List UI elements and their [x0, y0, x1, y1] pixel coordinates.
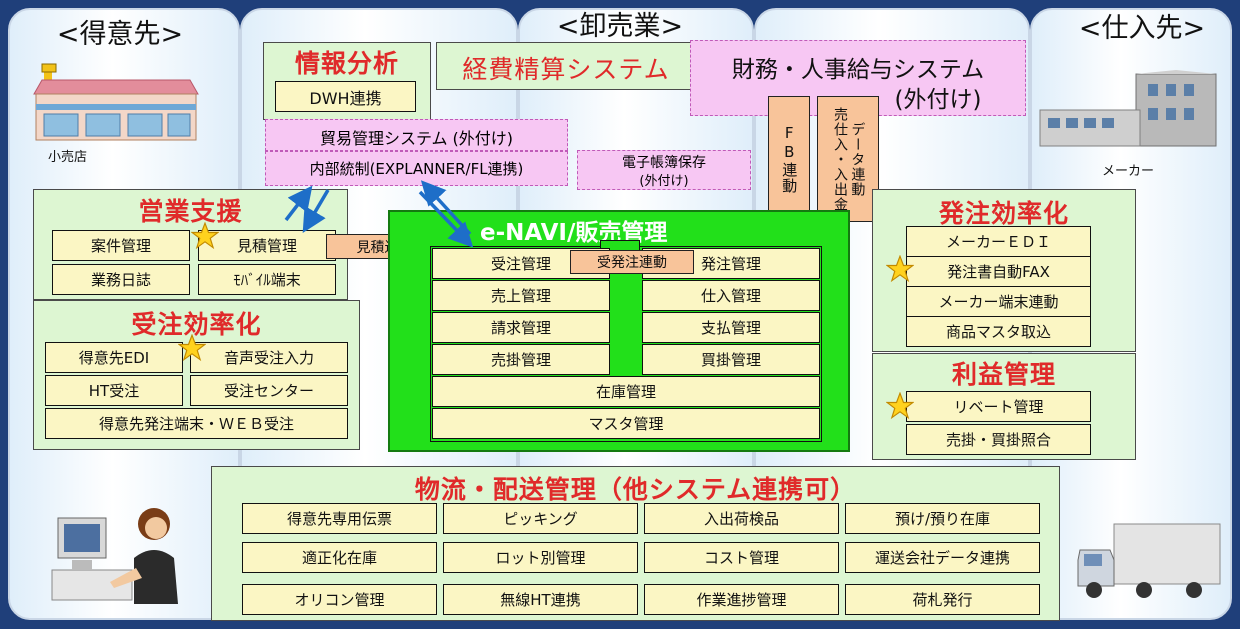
- order-center[interactable]: 受注センター: [190, 375, 348, 406]
- bidirectional-arrow-icon: [284, 180, 474, 248]
- cost-management[interactable]: コスト管理: [644, 542, 839, 573]
- expense-system-box[interactable]: [436, 42, 696, 90]
- tag-issuance[interactable]: 荷札発行: [845, 584, 1040, 615]
- purchasing-management[interactable]: 仕入管理: [642, 280, 820, 311]
- product-master-import[interactable]: 商品マスタ取込: [906, 316, 1091, 347]
- payment-management[interactable]: 支払管理: [642, 312, 820, 343]
- trade-system-box[interactable]: [265, 119, 568, 151]
- consignment-inventory[interactable]: 預け/預り在庫: [845, 503, 1040, 534]
- payables-management[interactable]: 買掛管理: [642, 344, 820, 375]
- sales-purchase-data-link-box[interactable]: 売仕入・入出金 データ連動: [817, 96, 879, 222]
- auto-fax-po[interactable]: 発注書自動FAX: [906, 256, 1091, 287]
- building-icon: [33, 63, 199, 141]
- sales-support-title: 営業支援: [138, 197, 243, 226]
- profit-management-title: 利益管理: [951, 360, 1056, 389]
- maker-label: メーカー: [1102, 164, 1155, 179]
- order-link-box[interactable]: 受発注連動: [570, 250, 694, 274]
- work-progress-management[interactable]: 作業進捗管理: [644, 584, 839, 615]
- maker-terminal-link[interactable]: メーカー端末連動: [906, 286, 1091, 317]
- receivable-payable-matching[interactable]: 売掛・買掛照合: [906, 424, 1091, 455]
- customer-header: <得意先>: [56, 19, 184, 50]
- internal-control-label: 内部統制(EXPLANNER/FL連携): [309, 160, 524, 178]
- info-analysis-title: 情報分析: [294, 49, 399, 78]
- business-diary[interactable]: 業務日誌: [52, 264, 190, 295]
- star-icon: [886, 392, 914, 420]
- ebook-storage-line1: 電子帳簿保存: [622, 155, 706, 171]
- order-efficiency-title: 受注効率化: [131, 310, 262, 339]
- wholesale-header: <卸売業>: [556, 11, 684, 42]
- finance-system-line2: (外付け): [894, 87, 982, 113]
- ebook-storage-box[interactable]: [577, 150, 751, 190]
- fb-link-box[interactable]: FB連動: [768, 96, 810, 222]
- supplier-header: <仕入先>: [1078, 13, 1206, 44]
- star-icon: [191, 222, 219, 250]
- mobile-terminal[interactable]: ﾓﾊﾞｲﾙ端末: [198, 264, 336, 295]
- factory-icon: [1039, 70, 1217, 147]
- inbound-outbound-inspection[interactable]: 入出荷検品: [644, 503, 839, 534]
- optimized-inventory[interactable]: 適正化在庫: [242, 542, 437, 573]
- picking[interactable]: ピッキング: [443, 503, 638, 534]
- customer-edi[interactable]: 得意先EDI: [45, 342, 183, 373]
- star-icon: [178, 334, 206, 362]
- dwh-link-box[interactable]: DWH連携: [275, 81, 416, 112]
- expense-system-title: 経費精算システム: [462, 55, 670, 84]
- voice-order-entry[interactable]: 音声受注入力: [190, 342, 348, 373]
- oricon-management[interactable]: オリコン管理: [242, 584, 437, 615]
- star-icon: [886, 255, 914, 283]
- sales-management[interactable]: 売上管理: [432, 280, 610, 311]
- inventory-management[interactable]: 在庫管理: [432, 376, 820, 407]
- po-efficiency-title: 発注効率化: [938, 199, 1069, 228]
- sales-purchase-col2: データ連動: [849, 121, 866, 197]
- wireless-ht-link[interactable]: 無線HT連携: [443, 584, 638, 615]
- fb-link-label: FB連動: [780, 124, 799, 194]
- person-computer-icon: [51, 508, 178, 604]
- ht-order[interactable]: HT受注: [45, 375, 183, 406]
- estimate-management[interactable]: 見積管理: [198, 230, 336, 261]
- customer-order-terminal-web[interactable]: 得意先発注端末・ＷＥＢ受注: [45, 408, 348, 439]
- truck-icon: [1077, 523, 1221, 598]
- case-management[interactable]: 案件管理: [52, 230, 190, 261]
- master-management[interactable]: マスタ管理: [432, 408, 820, 439]
- retail-label: 小売店: [48, 150, 88, 165]
- internal-control-box[interactable]: [265, 151, 568, 186]
- ebook-storage-line2: (外付け): [639, 174, 689, 189]
- logistics-title: 物流・配送管理（他システム連携可）: [414, 475, 857, 504]
- lot-management[interactable]: ロット別管理: [443, 542, 638, 573]
- trade-system-label: 貿易管理システム (外付け): [319, 129, 514, 148]
- carrier-data-link[interactable]: 運送会社データ連携: [845, 542, 1040, 573]
- billing-management[interactable]: 請求管理: [432, 312, 610, 343]
- finance-system-line1: 財務・人事給与システム: [731, 57, 985, 83]
- customer-dedicated-slip[interactable]: 得意先専用伝票: [242, 503, 437, 534]
- sales-purchase-col1: 売仕入・入出金: [832, 106, 848, 212]
- receivables-management[interactable]: 売掛管理: [432, 344, 610, 375]
- rebate-management[interactable]: リベート管理: [906, 391, 1091, 422]
- maker-edi[interactable]: メーカーＥＤＩ: [906, 226, 1091, 257]
